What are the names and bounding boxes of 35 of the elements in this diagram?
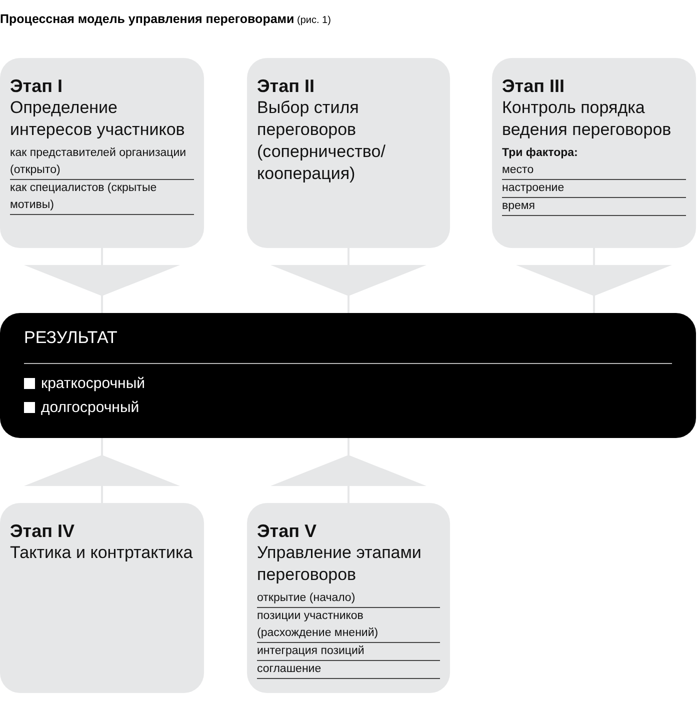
chevron-arrow (270, 248, 426, 313)
stage-card (247, 58, 450, 248)
stage-title: Управление этапами переговоров (257, 542, 422, 586)
stage-number: Этап V (257, 521, 318, 542)
stage-card (0, 58, 204, 248)
diagram-title: Процессная модель управления переговорами (рис. 1) (0, 12, 331, 26)
chevron-arrow (516, 248, 672, 313)
bullet-item: краткосрочный (24, 372, 672, 396)
stage-number: Этап II (257, 76, 316, 97)
bullet-item: долгосрочный (24, 396, 672, 420)
list-item: место (502, 162, 686, 180)
stage-number: Этап I (10, 76, 64, 97)
list-item: интеграция позиций (257, 643, 440, 661)
chevron-arrow (24, 438, 180, 503)
list-item: время (502, 198, 686, 216)
stage-title: Определение интересов участников (10, 97, 186, 141)
stage-card (247, 503, 450, 693)
list-item: как представителей организации (открыто) (10, 145, 194, 180)
stage-title: Контроль порядка ведения переговоров (502, 97, 672, 141)
list-intro: Три фактора: (502, 146, 579, 161)
list-item: позиции участников (расхождение мнений) (257, 608, 440, 643)
stage-card (492, 58, 696, 248)
result-panel (0, 313, 696, 438)
stage-number: Этап IV (10, 521, 76, 542)
panel-heading: РЕЗУЛЬТАТ (24, 327, 672, 364)
list-item: настроение (502, 180, 686, 198)
stage-title: Выбор стиля переговоров (соперничество/ кооперация) (257, 97, 386, 185)
stage-card (0, 503, 204, 693)
stage-title: Тактика и контртактика (10, 542, 194, 564)
chevron-arrow (24, 248, 180, 313)
stage-number: Этап III (502, 76, 566, 97)
list-item: соглашение (257, 661, 440, 679)
list-item: открытие (начало) (257, 590, 440, 608)
list-item: как специалистов (скрытые мотивы) (10, 180, 194, 215)
chevron-arrow (270, 438, 426, 503)
